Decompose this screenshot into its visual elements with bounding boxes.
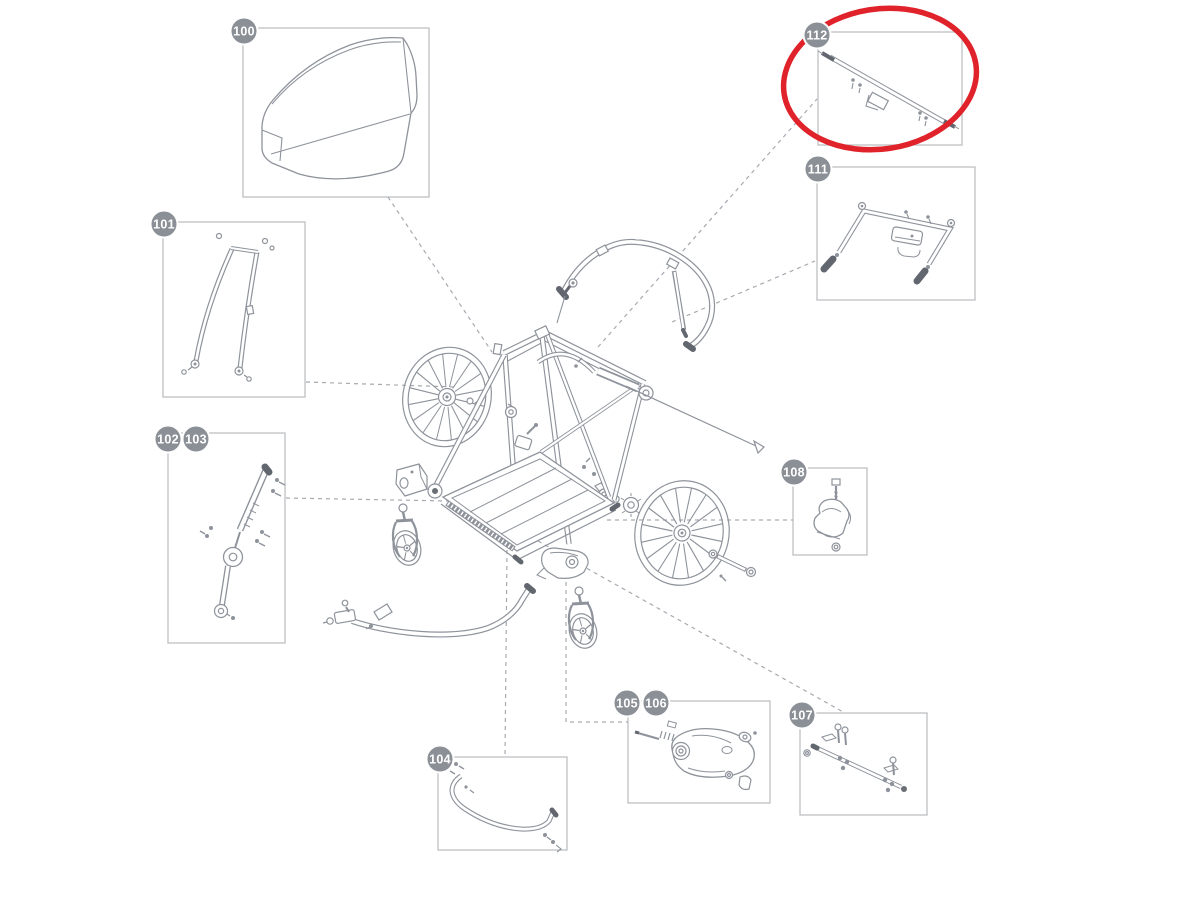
- part-art-107: [803, 723, 907, 793]
- axle-washer: [466, 397, 474, 405]
- part-badge-107-label: 107: [791, 709, 813, 723]
- part-box-101[interactable]: [162, 221, 306, 398]
- highlight-ellipse: [780, 5, 980, 153]
- part-badge-100-label: 100: [233, 25, 255, 39]
- part-art-105-106: [634, 720, 757, 791]
- part-badges: 100 101 102 103 104 105 106 107: [149, 16, 833, 774]
- part-art-101: [181, 232, 275, 382]
- connector-101: [305, 381, 457, 388]
- part-badge-106-label: 106: [645, 697, 667, 711]
- part-art-108: [813, 478, 852, 552]
- connector-112: [597, 98, 818, 348]
- part-badge-102[interactable]: 102: [153, 424, 183, 454]
- part-art-104: [438, 761, 562, 853]
- handlebar-grip-right: [683, 341, 696, 352]
- part-badge-112-label: 112: [806, 29, 827, 43]
- handlebar-grip-left: [556, 286, 569, 300]
- part-badge-107[interactable]: 107: [787, 700, 817, 730]
- part-art-111: [820, 201, 956, 285]
- disc-guard: [536, 547, 589, 580]
- part-box-105-106[interactable]: [627, 700, 771, 804]
- part-boxes: [162, 27, 976, 851]
- part-badge-111[interactable]: 111: [803, 154, 833, 184]
- part-badge-108[interactable]: 108: [779, 457, 809, 487]
- part-art-112: [817, 50, 960, 130]
- part-badge-112[interactable]: 112: [802, 20, 832, 50]
- part-badge-106[interactable]: 106: [641, 688, 671, 718]
- connector-105-106: [565, 582, 628, 723]
- part-box-104[interactable]: [437, 756, 568, 851]
- part-box-102-103[interactable]: [167, 432, 286, 644]
- part-badge-105-label: 105: [616, 697, 638, 711]
- handlebar: [556, 238, 716, 352]
- main-assembly-art: [322, 238, 765, 649]
- part-badge-111-label: 111: [808, 163, 828, 177]
- part-badge-104[interactable]: 104: [425, 744, 455, 774]
- connector-lines: [285, 98, 846, 758]
- part-box-107[interactable]: [799, 712, 928, 816]
- part-badge-101[interactable]: 101: [149, 209, 179, 239]
- connector-111: [671, 260, 816, 323]
- chassis-frame: [427, 278, 765, 565]
- left-wheel: [399, 345, 495, 449]
- part-badge-104-label: 104: [429, 753, 451, 767]
- part-box-111[interactable]: [816, 166, 976, 301]
- part-box-112[interactable]: [817, 31, 963, 146]
- part-box-108[interactable]: [792, 467, 868, 556]
- part-badge-103-label: 103: [185, 433, 207, 447]
- connector-104: [504, 549, 508, 758]
- part-box-100[interactable]: [242, 27, 430, 198]
- part-badge-105[interactable]: 105: [612, 688, 642, 718]
- part-badge-100[interactable]: 100: [229, 16, 259, 46]
- hitch-arm: [322, 583, 536, 638]
- axle-pin: [708, 549, 757, 582]
- part-badge-102-label: 102: [157, 433, 179, 447]
- connector-100: [387, 196, 493, 353]
- part-badge-103[interactable]: 103: [181, 424, 211, 454]
- part-badge-108-label: 108: [783, 466, 805, 480]
- part-art-102-103: [199, 463, 286, 620]
- right-wheel: [631, 478, 733, 588]
- caster-wheel-front: [391, 503, 422, 566]
- caster-wheel-rear: [567, 586, 598, 649]
- part-art-100: [261, 37, 418, 180]
- connector-107: [537, 540, 846, 714]
- part-badge-101-label: 101: [153, 218, 175, 232]
- receiver-bracket: [395, 463, 428, 497]
